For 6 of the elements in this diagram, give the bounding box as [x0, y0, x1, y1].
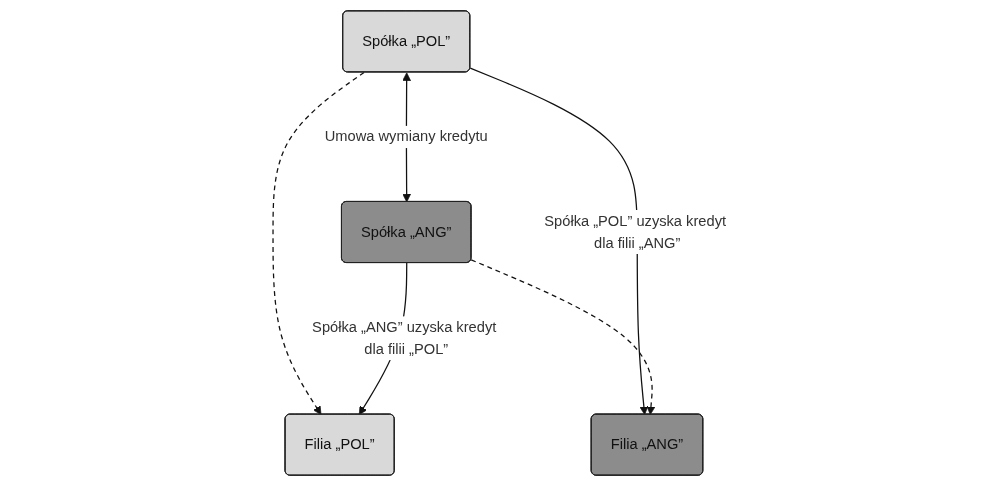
- arrow: [469, 67, 648, 415]
- edge-label: Spółka „ANG” uzyska kredyt dla filii „POL”: [311, 318, 496, 357]
- arrow: [271, 71, 365, 415]
- edge-label: Umowa wymiany kredytu: [324, 127, 488, 145]
- arrow: [470, 259, 655, 415]
- edge-label: Spółka „POL” uzyska kredyt dla filii „ANG”: [543, 211, 726, 251]
